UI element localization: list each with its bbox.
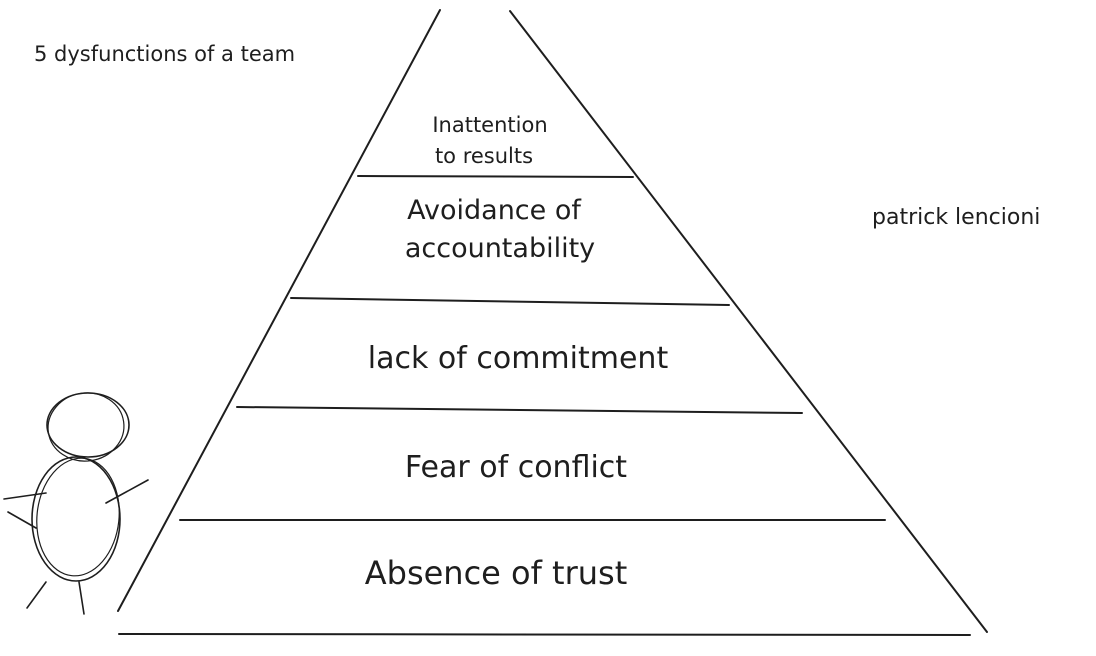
pyramid-level-3: lack of commitment	[368, 341, 669, 376]
stick-figure-doodle	[3, 392, 149, 615]
author-label: patrick lencioni	[872, 205, 1040, 230]
level-dividers	[179, 175, 886, 521]
figure-left-arm	[3, 492, 47, 529]
level-label: lack of commitment	[368, 341, 669, 376]
level-label: to results	[435, 144, 533, 168]
figure-body	[31, 456, 121, 582]
diagram-title: 5 dysfunctions of a team	[34, 42, 295, 66]
pyramid-level-5: Absence of trust	[365, 554, 628, 592]
figure-head	[46, 392, 130, 458]
figure-right-leg	[78, 581, 85, 615]
pyramid-outline	[117, 9, 988, 636]
figure-body-sketch	[36, 457, 120, 577]
pyramid-left-edge	[117, 9, 441, 612]
pyramid-right-edge	[509, 10, 988, 633]
pyramid-level-1: Inattention to results	[432, 113, 547, 168]
level-label: Avoidance of	[407, 195, 582, 226]
pyramid-level-4: Fear of conflict	[405, 450, 627, 485]
figure-left-leg	[26, 581, 47, 609]
pyramid-level-2: Avoidance of accountability	[405, 195, 595, 264]
divider-line	[357, 175, 634, 178]
level-label: Inattention	[432, 113, 547, 137]
divider-line	[236, 406, 803, 414]
figure-head-sketch	[47, 392, 125, 462]
level-label: Absence of trust	[365, 554, 628, 592]
divider-line	[290, 297, 730, 306]
level-label: Fear of conflict	[405, 450, 627, 485]
pyramid-base-line	[118, 633, 971, 636]
level-label: accountability	[405, 233, 595, 264]
figure-right-arm	[105, 479, 149, 504]
